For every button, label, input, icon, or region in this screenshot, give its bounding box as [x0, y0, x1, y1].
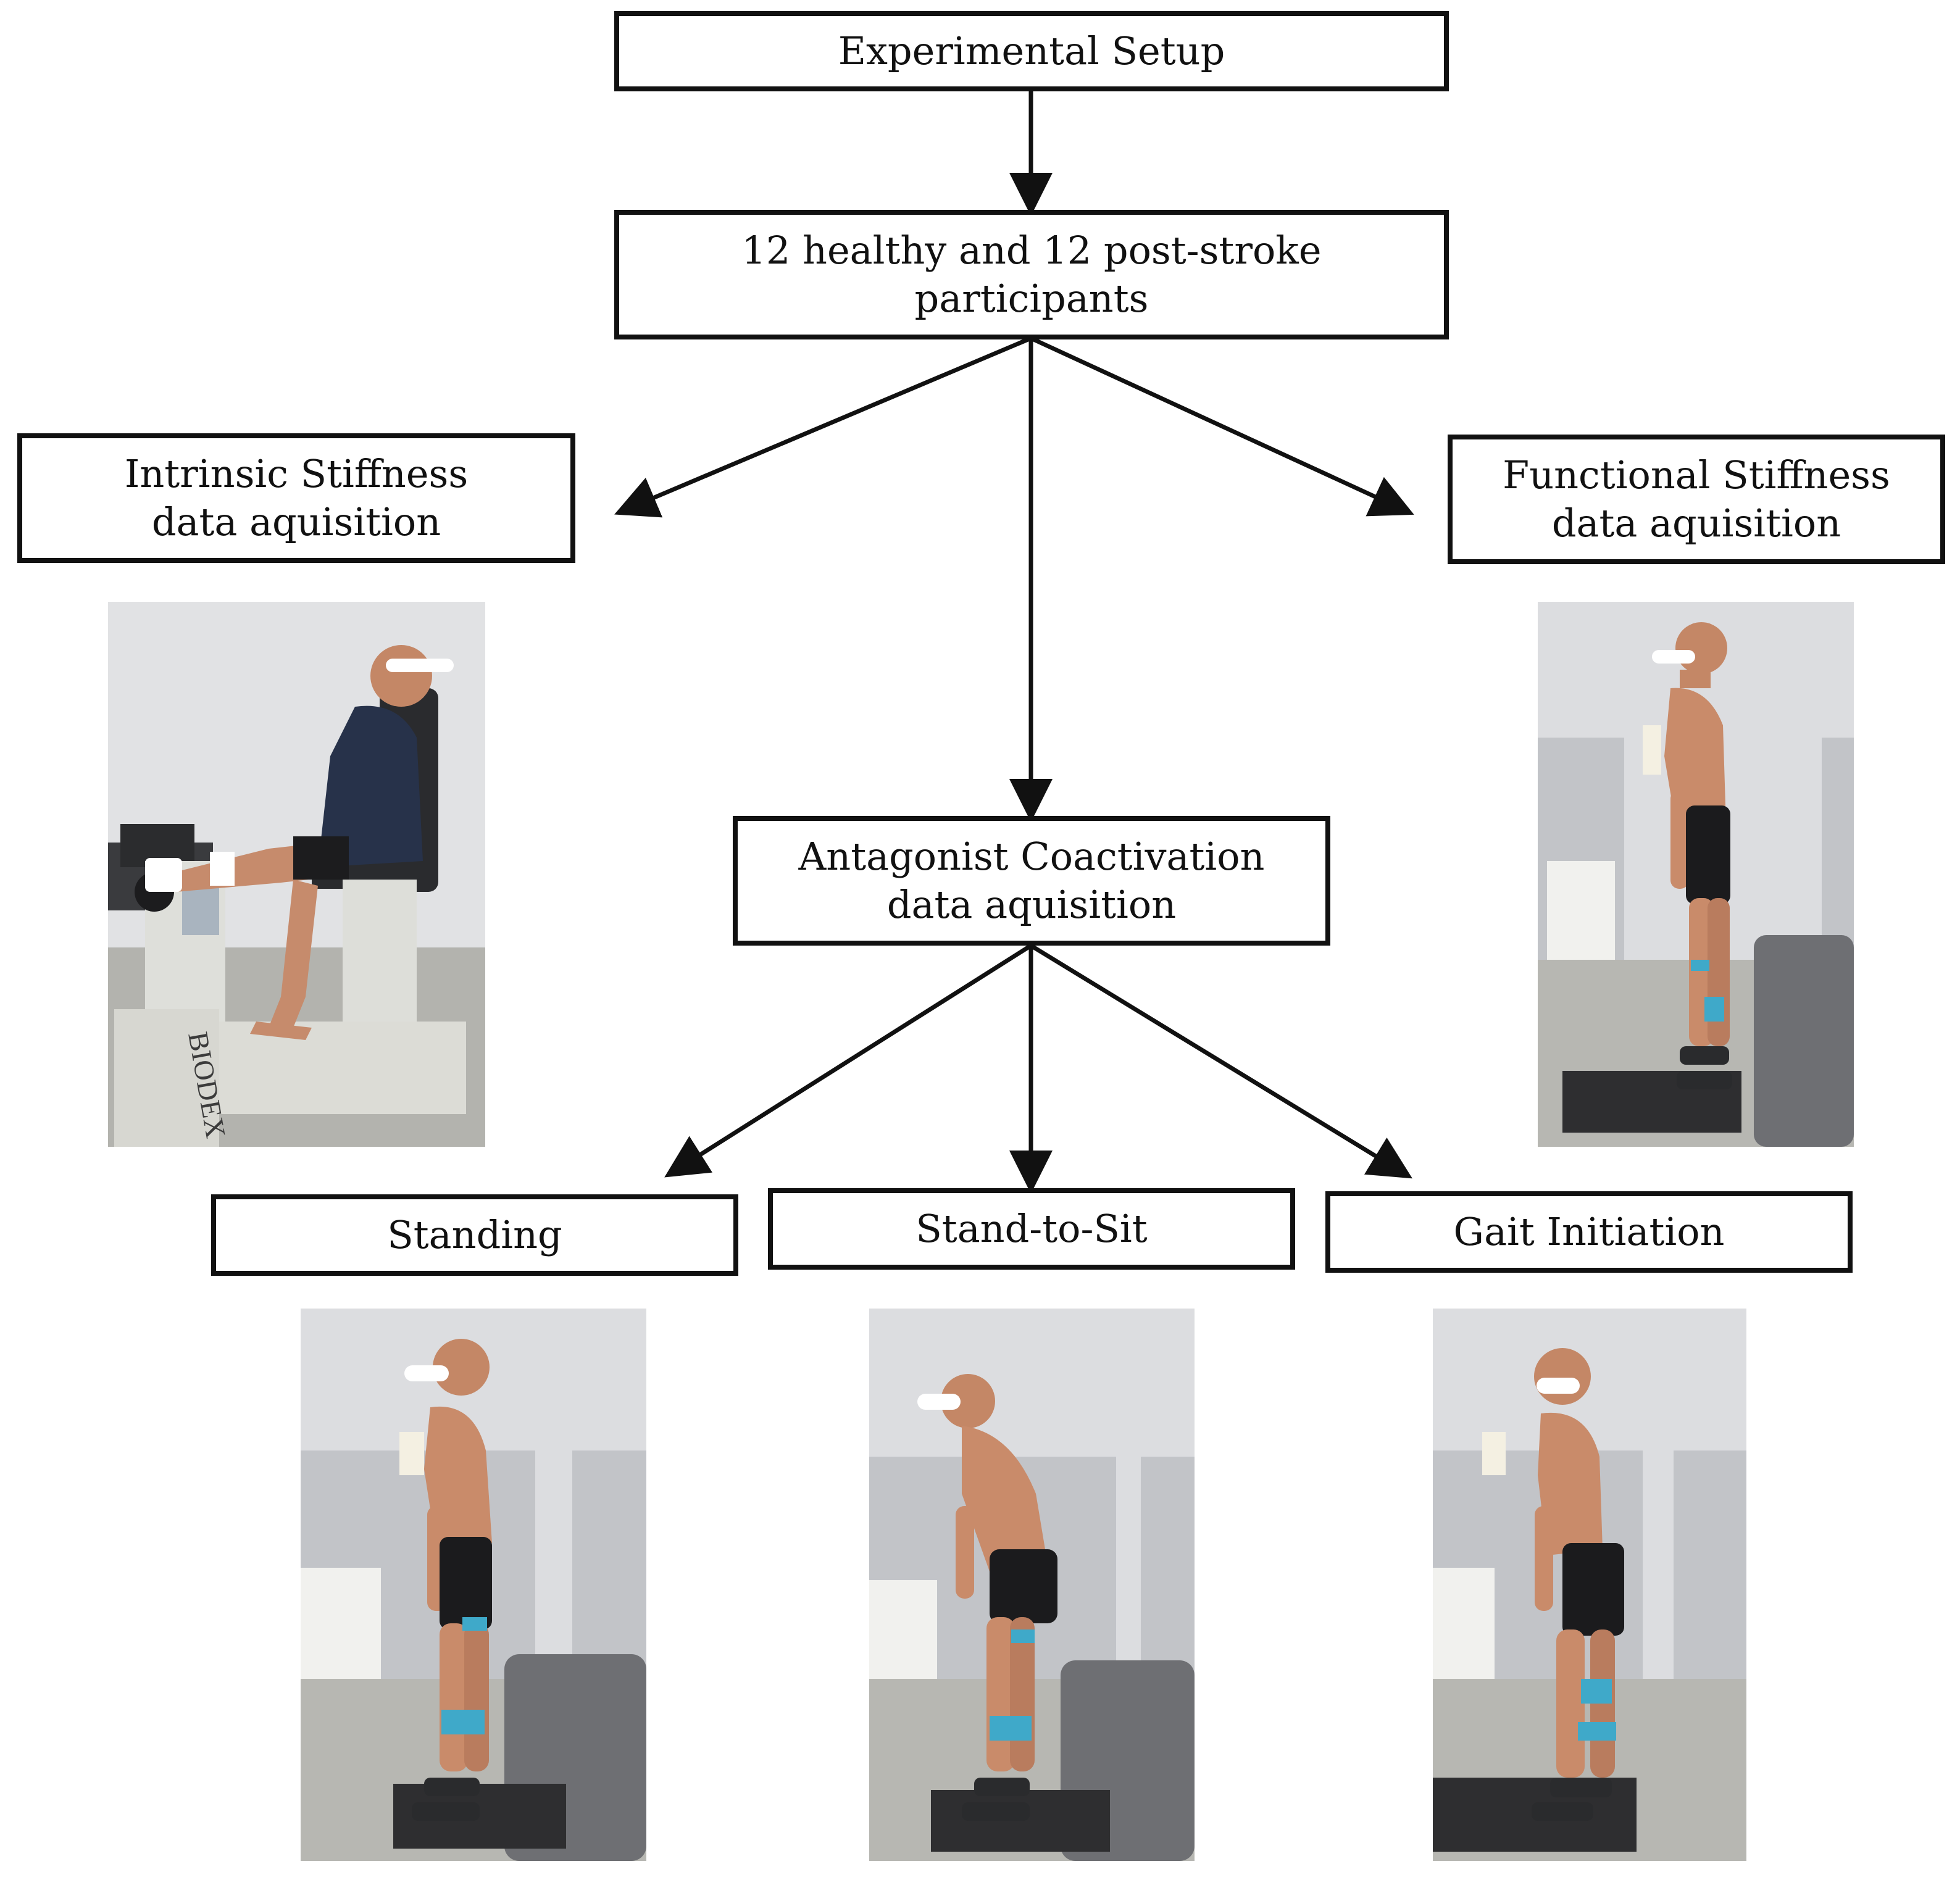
node-antagonist-coactivation-label-line2: data aquisition: [886, 882, 1177, 927]
node-stand-to-sit: Stand-to-Sit: [768, 1188, 1295, 1270]
node-functional-stiffness-label-line2: data aquisition: [1551, 501, 1841, 546]
photo-biodex-dynamometer: BIODEX: [108, 602, 485, 1147]
node-intrinsic-stiffness: Intrinsic Stiffness data aquisition: [17, 433, 575, 563]
node-participants-label-line1: 12 healthy and 12 post-stroke: [741, 228, 1322, 273]
node-participants: 12 healthy and 12 post-stroke participan…: [614, 210, 1449, 339]
node-participants-label-line2: participants: [914, 276, 1149, 321]
node-experimental-setup-label: Experimental Setup: [838, 28, 1225, 73]
node-stand-to-sit-label: Stand-to-Sit: [915, 1206, 1148, 1251]
node-intrinsic-stiffness-label-line2: data aquisition: [151, 499, 441, 544]
node-gait-initiation: Gait Initiation: [1325, 1191, 1853, 1273]
photo-functional-stiffness: [1538, 602, 1854, 1147]
edge-participants-to-functional: [1030, 336, 1414, 517]
photo-standing: [301, 1309, 646, 1861]
photo-gait-initiation: [1433, 1309, 1746, 1861]
node-standing-label: Standing: [387, 1212, 562, 1257]
edge-participants-to-intrinsic: [614, 336, 1032, 518]
node-antagonist-coactivation: Antagonist Coactivation data aquisition: [733, 816, 1330, 946]
edge-coactivation-to-gait: [1030, 944, 1412, 1179]
edge-coactivation-to-standing: [664, 944, 1032, 1178]
node-functional-stiffness-label-line1: Functional Stiffness: [1503, 452, 1890, 497]
node-standing: Standing: [211, 1194, 738, 1276]
node-antagonist-coactivation-label-line1: Antagonist Coactivation: [798, 834, 1265, 879]
node-experimental-setup: Experimental Setup: [614, 11, 1449, 91]
node-intrinsic-stiffness-label-line1: Intrinsic Stiffness: [124, 451, 469, 496]
photo-stand-to-sit: [869, 1309, 1195, 1861]
node-functional-stiffness: Functional Stiffness data aquisition: [1448, 435, 1945, 564]
node-gait-initiation-label: Gait Initiation: [1453, 1209, 1725, 1254]
